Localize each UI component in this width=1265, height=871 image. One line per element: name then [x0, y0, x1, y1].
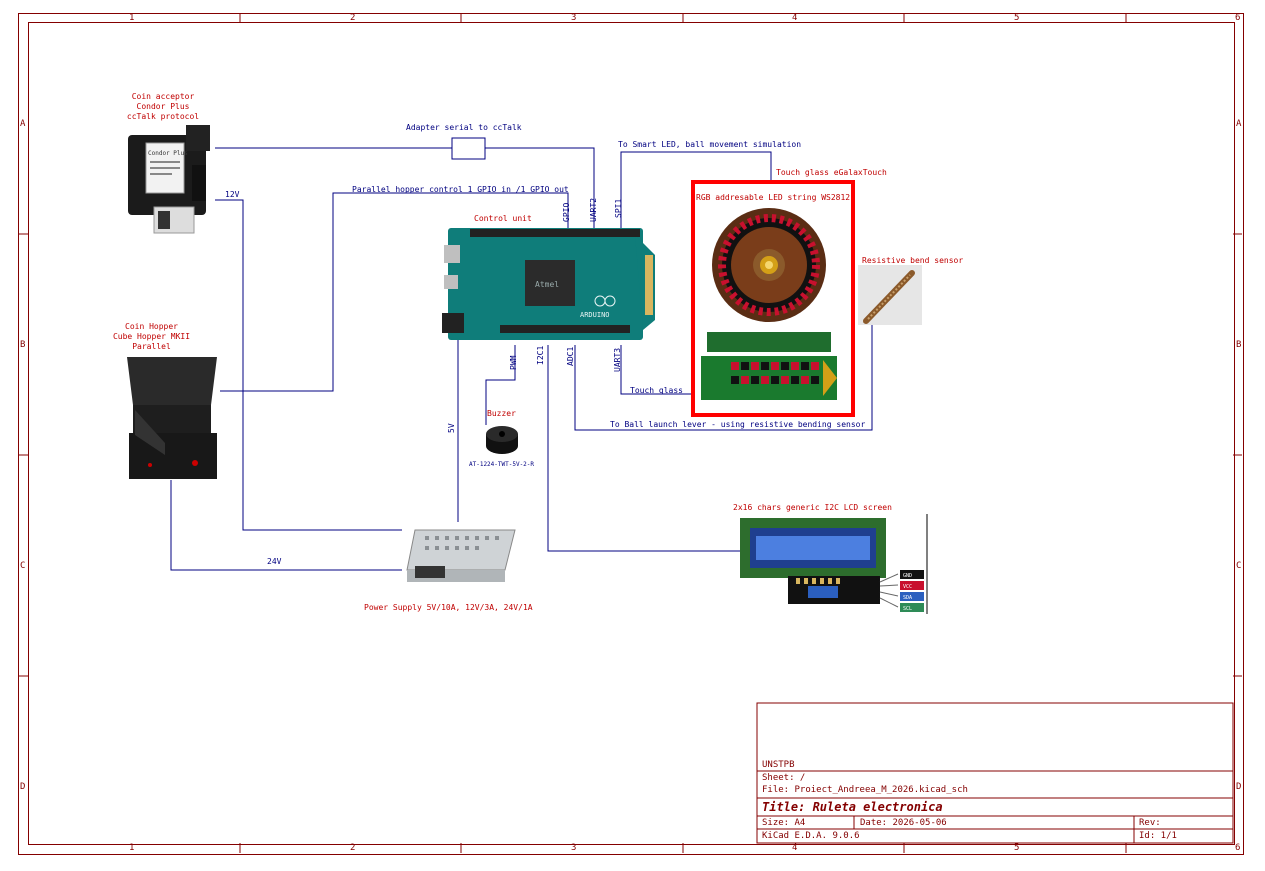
wire-pwm: [485, 345, 516, 425]
control-unit-label: Control unit: [474, 214, 532, 223]
control-unit-board-text: ARDUINO: [580, 311, 610, 319]
net-24v-label: 24V: [267, 557, 282, 566]
wire-24v: [170, 480, 402, 571]
buzzer-label: Buzzer: [487, 409, 516, 418]
net-adapter-label: Adapter serial to ccTalk: [406, 123, 522, 132]
zone-col-5-top: 5: [1014, 13, 1020, 23]
buzzer-image[interactable]: [482, 422, 522, 458]
lcd-pin-vcc: VCC: [903, 584, 912, 590]
title-block-sheet: Sheet: /: [762, 773, 806, 783]
zone-row-a-right: A: [1236, 119, 1242, 129]
lcd-pin-sda: SDA: [903, 595, 912, 601]
zone-col-6-bottom: 6: [1235, 843, 1241, 853]
lcd-image[interactable]: GND VCC SDA SCL: [738, 514, 930, 614]
wire-uart2: [485, 147, 595, 228]
bend-sensor-label: Resistive bend sensor: [862, 256, 964, 265]
outer-frame: [18, 13, 1244, 855]
title-block-company: UNSTPB: [762, 760, 795, 770]
power-supply-label: Power Supply 5V/10A, 12V/3A, 24V/1A: [364, 603, 533, 612]
net-12v-label: 12V: [225, 190, 240, 199]
net-touch-glass-label: Touch glass: [630, 386, 683, 395]
zone-row-b-left: B: [20, 340, 26, 350]
lcd-pin-scl: SCL: [903, 606, 912, 612]
net-ball-launch-label: To Ball launch lever - using resistive b…: [610, 420, 866, 429]
zone-col-4-bottom: 4: [792, 843, 798, 853]
control-unit-chip-text: Atmel: [535, 280, 559, 289]
wire-i2c1: [547, 345, 740, 552]
coin-hopper-line3: Parallel: [132, 342, 171, 351]
title-block-file: File: Proiect_Andreea_M_2026.kicad_sch: [762, 785, 968, 795]
zone-col-2-bottom: 2: [350, 843, 356, 853]
coin-hopper-image[interactable]: [125, 355, 220, 483]
zone-col-3-top: 3: [571, 13, 577, 23]
wire-uart3: [620, 345, 695, 395]
lcd-label: 2x16 chars generic I2C LCD screen: [733, 503, 892, 512]
zone-col-1-top: 1: [129, 13, 135, 23]
buzzer-part: AT-1224-TWT-5V-2-R: [469, 461, 535, 468]
coin-hopper-line2: Cube Hopper MKII: [112, 332, 191, 341]
coin-acceptor-image[interactable]: Condor Plus: [126, 125, 216, 237]
zone-col-5-bottom: 5: [1014, 843, 1020, 853]
zone-row-a-left: A: [20, 119, 26, 129]
coin-acceptor-label: Coin acceptor Condor Plus ccTalk protoco…: [118, 92, 208, 122]
net-hopper-ctrl-label: Parallel hopper control 1 GPIO in /1 GPI…: [352, 185, 569, 194]
coin-hopper-label: Coin Hopper Cube Hopper MKII Parallel: [104, 322, 199, 352]
coin-hopper-line1: Coin Hopper: [125, 322, 178, 331]
coin-acceptor-line1: Coin acceptor: [131, 92, 195, 101]
title-block-date: Date: 2026-05-06: [860, 818, 947, 828]
coin-acceptor-line2: Condor Plus: [136, 102, 190, 111]
wire-spi1: [620, 151, 772, 228]
title-block-tool: KiCad E.D.A. 9.0.6: [762, 831, 860, 841]
roulette-wheel-image[interactable]: [710, 206, 828, 324]
coin-acceptor-line3: ccTalk protocol: [126, 112, 200, 121]
zone-row-d-right: D: [1236, 782, 1242, 792]
zone-col-6-top: 6: [1235, 13, 1241, 23]
zone-row-c-right: C: [1236, 561, 1242, 571]
touch-glass-label: Touch glass eGalaxTouch: [776, 168, 887, 177]
wire-hopper-ctrl: [220, 192, 569, 392]
inner-frame: [28, 22, 1235, 845]
power-supply-image[interactable]: [405, 522, 520, 587]
title-block-rev: Rev:: [1139, 818, 1161, 828]
zone-row-b-right: B: [1236, 340, 1242, 350]
title-block-size: Size: A4: [762, 818, 806, 828]
wire-adc1: [574, 325, 873, 431]
roulette-highlight-box: [691, 180, 855, 417]
zone-col-3-bottom: 3: [571, 843, 577, 853]
zone-col-4-top: 4: [792, 13, 798, 23]
wire-12v: [215, 199, 402, 531]
title-block-id: Id: 1/1: [1139, 831, 1177, 841]
zone-row-d-left: D: [20, 782, 26, 792]
zone-col-2-top: 2: [350, 13, 356, 23]
net-smart-led-label: To Smart LED, ball movement simulation: [618, 140, 802, 149]
lcd-pin-gnd: GND: [903, 573, 912, 579]
coin-acceptor-device-text: Condor Plus: [148, 150, 188, 157]
roulette-table-image[interactable]: [701, 330, 841, 402]
zone-row-c-left: C: [20, 561, 26, 571]
title-block-title: Title: Ruleta electronica: [762, 800, 943, 814]
control-unit-board[interactable]: Atmel ARDUINO: [440, 225, 660, 345]
bend-sensor-image[interactable]: [858, 265, 922, 325]
zone-col-1-bottom: 1: [129, 843, 135, 853]
led-string-label: RGB addresable LED string WS2812: [696, 193, 851, 202]
